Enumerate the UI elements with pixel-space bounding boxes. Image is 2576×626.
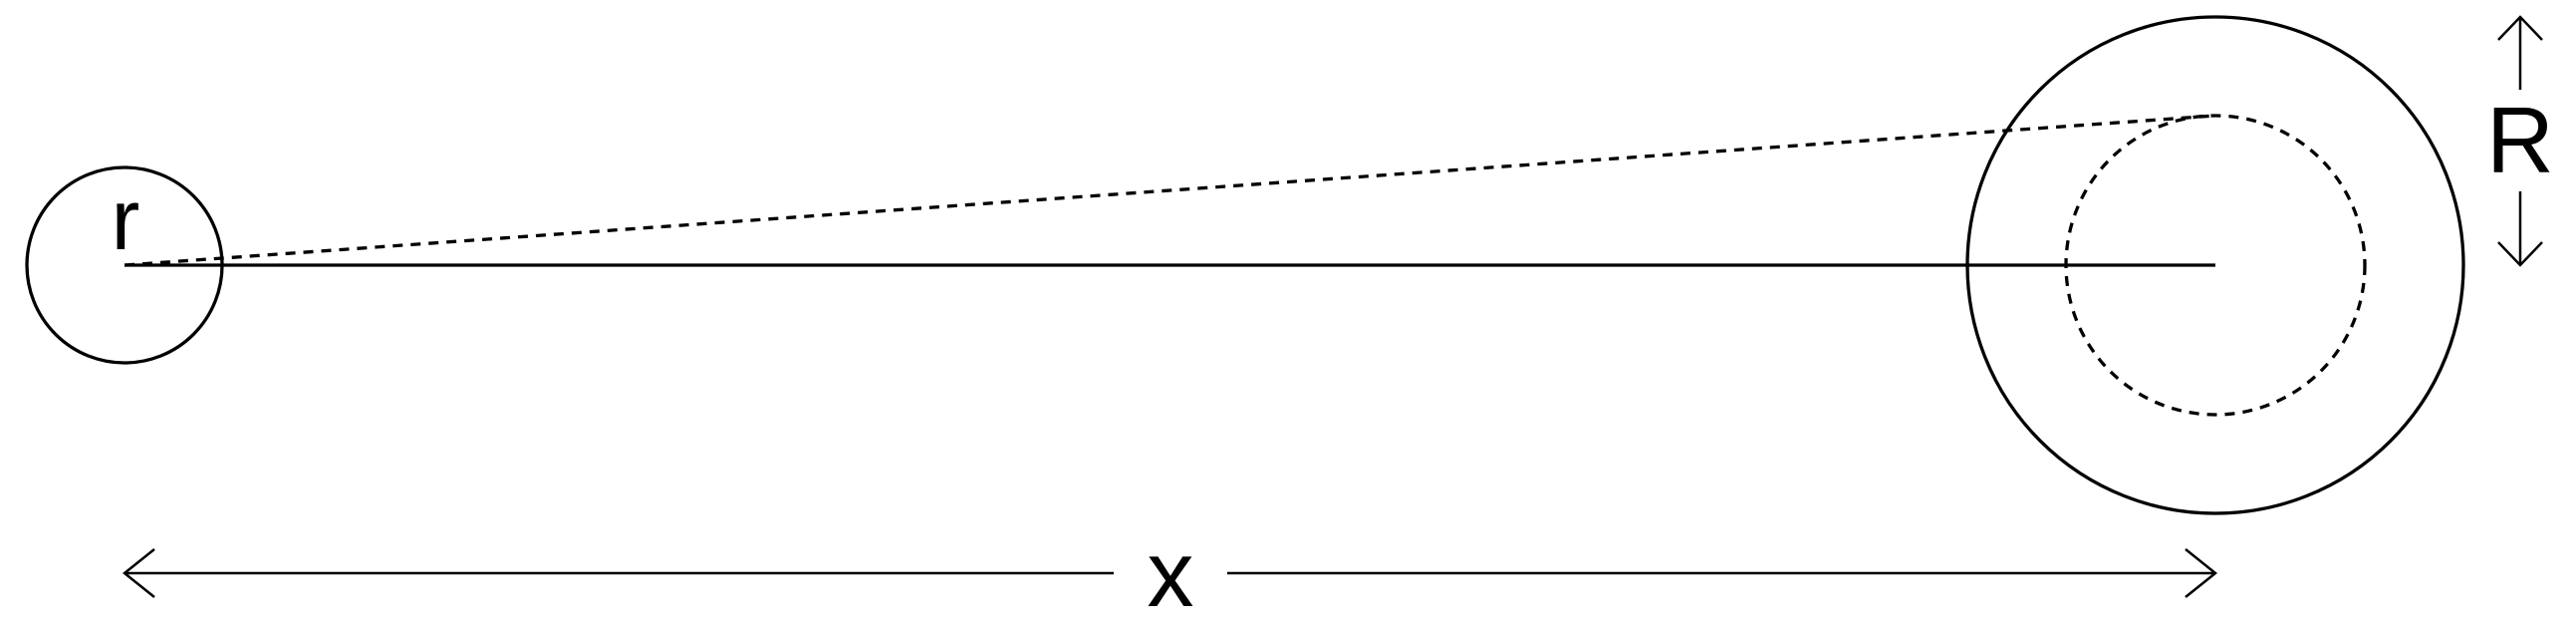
- dashed-sight-line: [124, 114, 2216, 267]
- distance-label: x: [1148, 521, 1194, 626]
- radius-arrow: [2497, 15, 2543, 267]
- distance-arrow: [122, 548, 2218, 598]
- large-radius-label: R: [2486, 88, 2554, 192]
- small-radius-label: r: [112, 172, 140, 268]
